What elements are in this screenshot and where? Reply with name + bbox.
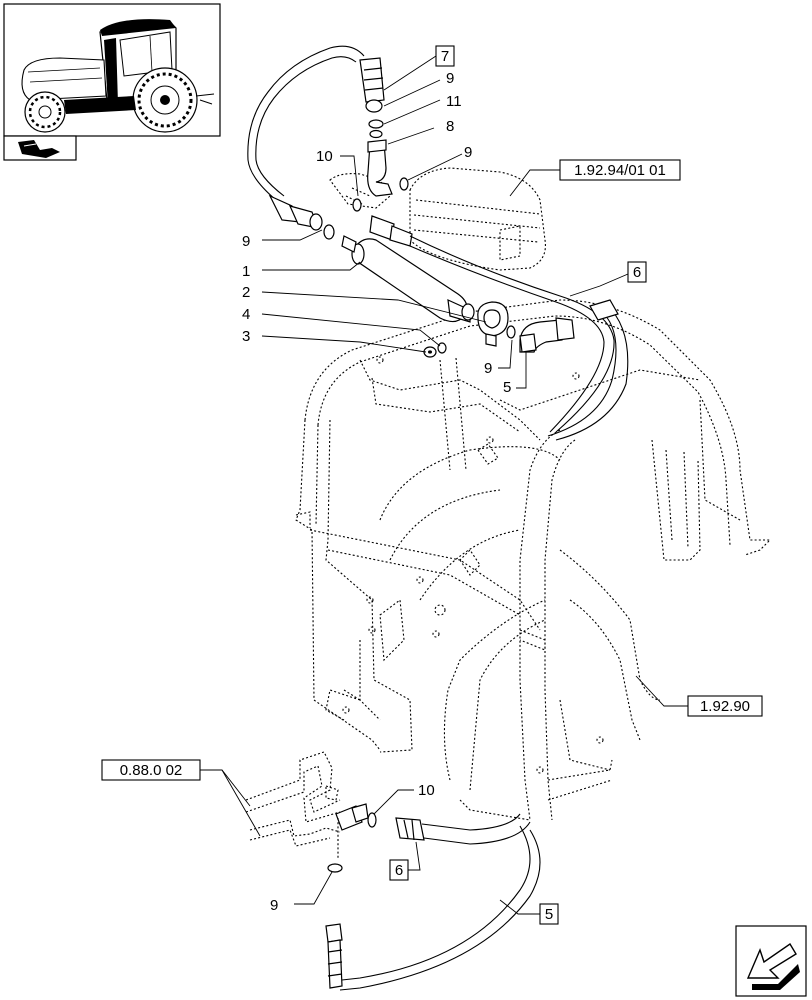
section-book-icon[interactable] <box>3 135 77 161</box>
callout-5-lower[interactable]: 5 <box>539 903 559 925</box>
washers <box>423 342 447 358</box>
svg-text:1.92.90: 1.92.90 <box>700 698 750 715</box>
lower-hose-6 <box>395 813 531 845</box>
tractor-thumbnail-icon[interactable] <box>3 3 221 137</box>
o-rings-upper <box>323 119 409 240</box>
svg-text:0.88.0 02: 0.88.0 02 <box>120 762 183 779</box>
callout-6-top[interactable]: 6 <box>627 261 647 283</box>
callout-11[interactable]: 11 <box>446 93 462 110</box>
ref-box-air-duct[interactable]: 1.92.94/01 01 <box>559 159 681 181</box>
callout-4[interactable]: 4 <box>242 306 250 323</box>
lower-hose-5 <box>325 825 541 991</box>
leader-lines <box>200 55 688 915</box>
svg-text:7: 7 <box>441 48 449 65</box>
callout-2[interactable]: 2 <box>242 284 250 301</box>
callout-9-lower[interactable]: 9 <box>270 897 278 914</box>
upper-hose <box>247 45 385 231</box>
svg-text:6: 6 <box>633 264 641 281</box>
ref-box-pipes[interactable]: 0.88.0 02 <box>101 759 201 781</box>
ref-box-cab[interactable]: 1.92.90 <box>687 695 763 717</box>
next-page-arrow-icon[interactable] <box>735 925 807 997</box>
callout-1[interactable]: 1 <box>242 263 250 280</box>
svg-text:1.92.94/01 01: 1.92.94/01 01 <box>574 162 666 179</box>
cab-frame <box>295 299 772 821</box>
clamp <box>477 301 509 347</box>
lower-tee <box>327 803 377 873</box>
lower-pipes <box>245 751 341 847</box>
elbow-fitting <box>367 139 393 197</box>
svg-text:6: 6 <box>395 862 403 879</box>
callout-10-lower[interactable]: 10 <box>418 782 435 799</box>
callout-9-mid[interactable]: 9 <box>484 360 492 377</box>
callout-7[interactable]: 7 <box>435 45 455 67</box>
callout-8[interactable]: 8 <box>446 118 454 135</box>
svg-text:5: 5 <box>545 906 553 923</box>
short-hose <box>506 317 575 353</box>
callout-9-left[interactable]: 9 <box>242 233 250 250</box>
receiver-drier <box>341 235 475 323</box>
callout-3[interactable]: 3 <box>242 328 250 345</box>
callout-6-lower[interactable]: 6 <box>389 859 409 881</box>
callout-10-top[interactable]: 10 <box>316 148 333 165</box>
long-hose <box>369 215 629 441</box>
callout-9-top[interactable]: 9 <box>446 70 454 87</box>
callout-9-right[interactable]: 9 <box>464 144 472 161</box>
callout-5-mid[interactable]: 5 <box>503 379 511 396</box>
